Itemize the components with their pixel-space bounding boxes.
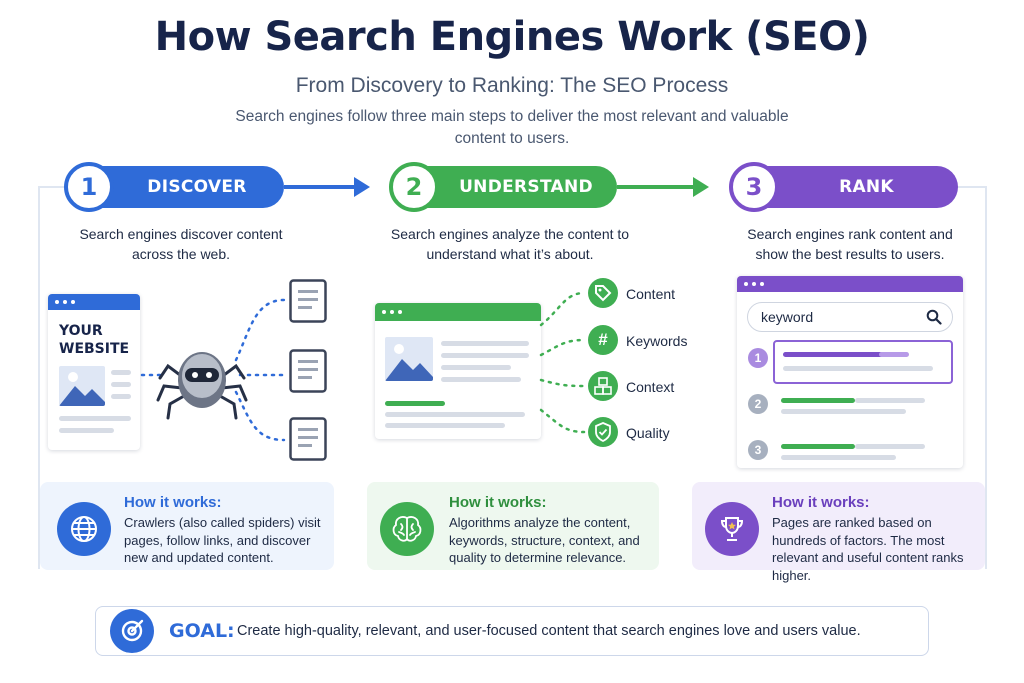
hash-icon: # [588,325,618,355]
search-results-window: keyword 1 2 3 [737,276,963,468]
factor-context-label: Context [626,379,675,395]
search-query: keyword [761,309,814,325]
result-item[interactable] [781,394,941,420]
step-label: UNDERSTAND [459,177,593,197]
shield-check-icon [588,417,618,447]
step-number: 1 [64,162,114,212]
card-heading: How it works: [449,494,547,511]
how-it-works-rank: How it works: Pages are ranked based on … [692,482,985,583]
how-it-works-discover: How it works: Crawlers (also called spid… [40,482,334,570]
card-heading: How it works: [772,494,870,511]
arrow-discover-to-understand [284,177,370,197]
card-heading: How it works: [124,494,222,511]
trophy-icon [705,502,759,556]
page-subtitle: From Discovery to Ranking: The SEO Proce… [295,74,729,97]
how-it-works-understand: How it works: Algorithms analyze the con… [367,482,659,570]
image-icon [385,337,433,381]
intro-text: Search engines follow three main steps t… [235,108,789,147]
cubes-icon [588,371,618,401]
card-body: Pages are ranked based on hundreds of fa… [772,515,964,583]
arrow-understand-to-rank [617,177,709,197]
card-body: Crawlers (also called spiders) visit pag… [124,515,321,565]
search-icon[interactable] [926,309,942,325]
frame-line-top-left [38,186,68,188]
card-body: Algorithms analyze the content, keywords… [449,515,640,565]
step-number: 3 [729,162,779,212]
website-window: YOUR WEBSITE [48,294,140,450]
document-icon [289,349,327,393]
search-input[interactable]: keyword [747,302,953,332]
globe-icon [57,502,111,556]
result-item-top[interactable] [773,340,953,384]
frame-line-top-right [956,186,986,188]
frame-line-left [38,186,40,569]
factor-content-label: Content [626,286,676,302]
tag-icon [588,278,618,308]
target-icon [110,609,154,653]
frame-line-right [985,186,987,569]
step-rank-pill: 3 RANK [729,162,958,212]
factor-quality-label: Quality [626,425,670,441]
step-label: DISCOVER [147,177,247,197]
analyzed-page-window [375,303,541,439]
step-discover-description: Search engines discover content across t… [79,226,283,262]
page-title: How Search Engines Work (SEO) [154,14,870,60]
spider-icon [156,352,248,420]
result-rank-number: 1 [748,348,768,368]
goal-banner: GOAL: Create high-quality, relevant, and… [95,606,929,656]
brain-icon [380,502,434,556]
step-understand-pill: 2 UNDERSTAND [389,162,617,212]
step-label: RANK [839,177,894,197]
website-label: YOUR WEBSITE [59,323,130,357]
factor-keywords-label: Keywords [626,333,688,349]
step-understand-description: Search engines analyze the content to un… [390,226,630,262]
step-number: 2 [389,162,439,212]
document-icon [289,279,327,323]
step-rank-description: Search engines rank content and show the… [747,226,953,262]
result-rank-number: 2 [748,394,768,414]
image-icon [59,366,105,406]
step-discover-pill: 1 DISCOVER [64,162,284,212]
goal-label: GOAL: [169,620,235,642]
result-item[interactable] [781,440,941,466]
goal-text: Create high-quality, relevant, and user-… [237,623,861,639]
result-rank-number: 3 [748,440,768,460]
document-icon [289,417,327,461]
